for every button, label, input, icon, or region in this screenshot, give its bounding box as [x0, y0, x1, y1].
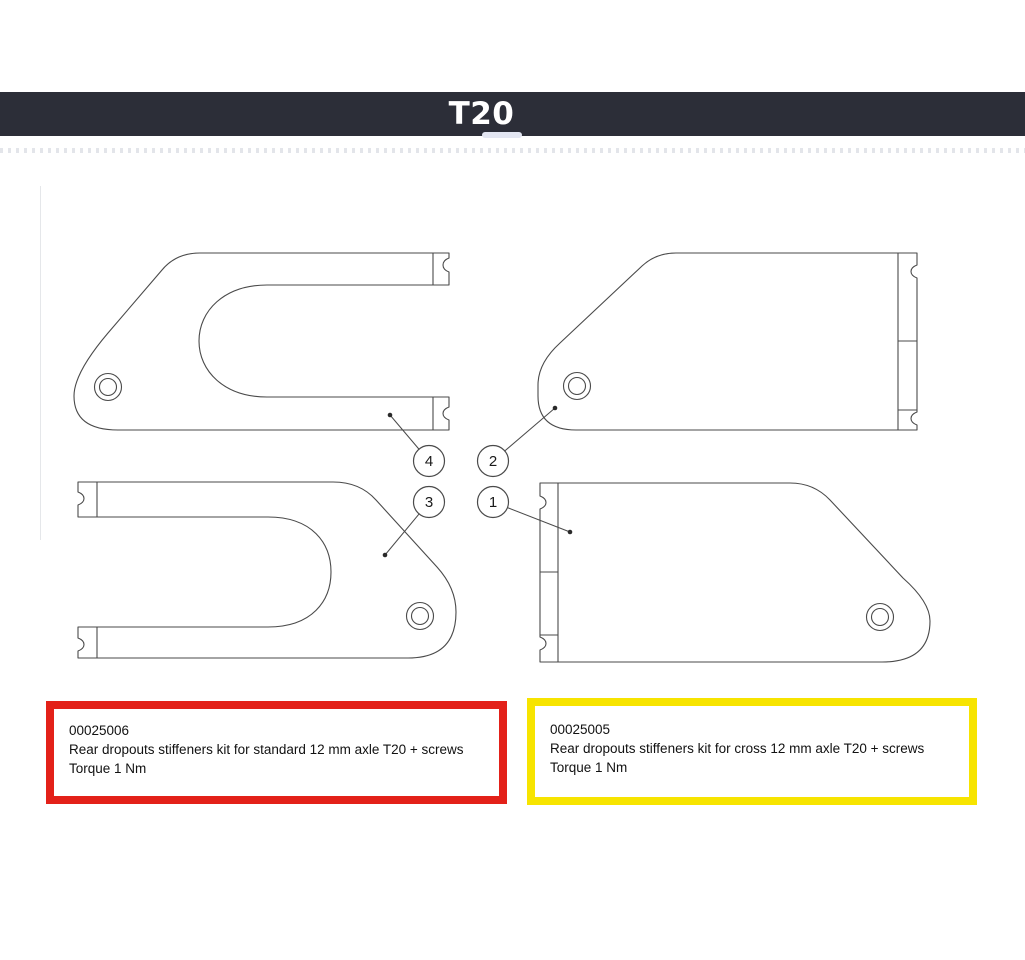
callout-number-2: 2	[489, 453, 497, 470]
product-torque: Torque 1 Nm	[550, 760, 628, 775]
part-2-hole-inner	[567, 376, 587, 396]
part-3-hole-outer	[405, 601, 435, 631]
product-torque: Torque 1 Nm	[69, 761, 147, 776]
part-1-drawing	[539, 482, 931, 663]
product-box-cross: 00025005 Rear dropouts stiffeners kit fo…	[527, 698, 977, 805]
callout-number-3: 3	[425, 494, 433, 511]
callout-number-1: 1	[489, 494, 497, 511]
part-2-band-lines	[897, 253, 917, 430]
callout-balloons: 4 3 2 1	[412, 444, 510, 519]
product-code: 00025006	[69, 723, 130, 738]
part-2-hole-outer	[562, 371, 592, 401]
splitter-grip[interactable]	[482, 132, 522, 138]
faint-table-border	[40, 186, 41, 540]
part-4-hole-outer	[93, 372, 123, 402]
section-header-bar: T20	[0, 92, 1025, 136]
callout-circle-1	[476, 485, 510, 519]
part-4-hole-inner	[98, 377, 118, 397]
part-1-outline	[539, 482, 931, 663]
part-2-outline	[537, 252, 918, 431]
part-3-outline	[77, 481, 457, 659]
part-1-band-lines	[540, 483, 559, 662]
callout-circle-2	[476, 444, 510, 478]
part-4-drawing	[73, 252, 450, 431]
perforation-dashed-line	[0, 148, 1025, 153]
leader-dot-4	[387, 412, 393, 418]
callout-circle-3	[412, 485, 446, 519]
product-code: 00025005	[550, 722, 611, 737]
part-3-drawing	[77, 481, 457, 659]
callout-circle-4	[412, 444, 446, 478]
part-1-hole-inner	[870, 607, 890, 627]
part-2-drawing	[537, 252, 918, 431]
callout-number-4: 4	[425, 453, 433, 470]
product-description: Rear dropouts stiffeners kit for standar…	[69, 742, 464, 757]
leader-dot-3	[382, 552, 388, 558]
part-1-hole-outer	[865, 602, 895, 632]
part-4-outline	[73, 252, 450, 431]
section-title: T20	[448, 96, 515, 132]
leader-dot-2	[552, 405, 558, 411]
product-description: Rear dropouts stiffeners kit for cross 1…	[550, 741, 925, 756]
part-3-hole-inner	[410, 606, 430, 626]
product-box-standard: 00025006 Rear dropouts stiffeners kit fo…	[46, 701, 507, 804]
leader-dot-1	[567, 529, 573, 535]
